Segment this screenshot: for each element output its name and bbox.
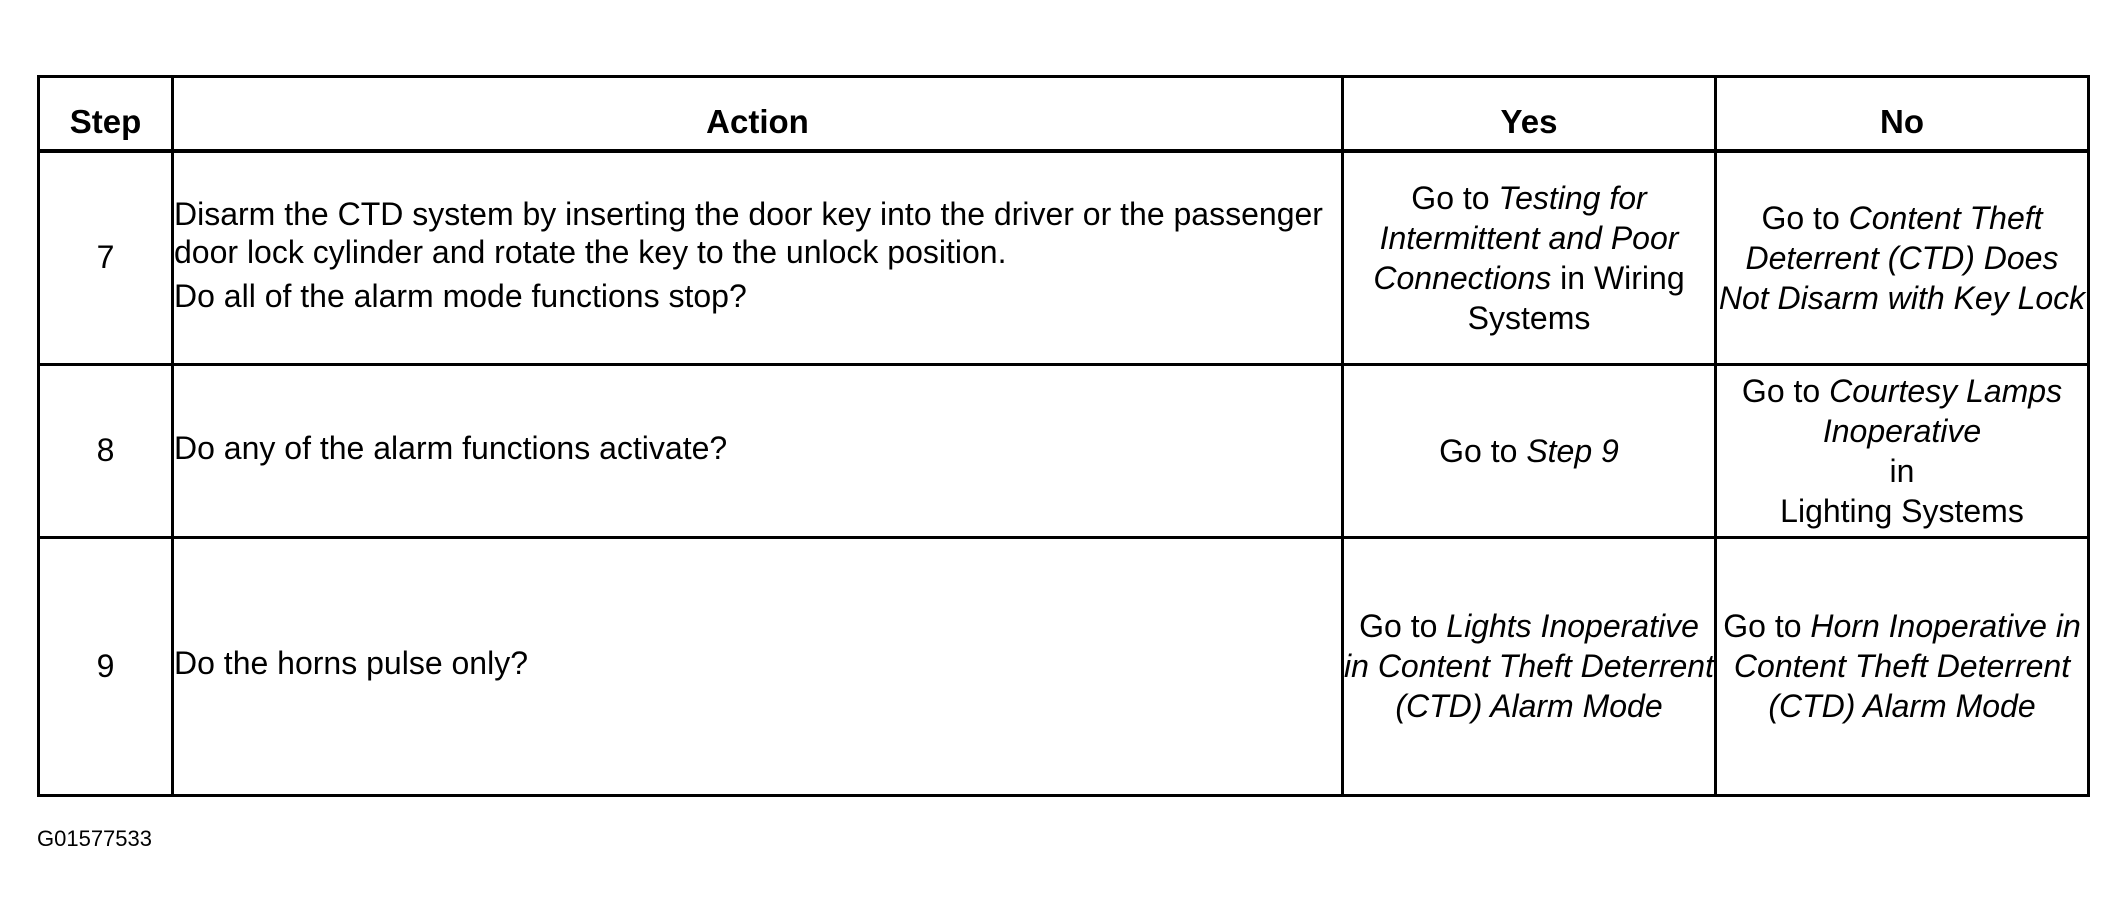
- yes-link[interactable]: Step 9: [1526, 432, 1619, 469]
- no-prefix: Go to: [1741, 372, 1830, 409]
- no-suffix: Lighting Systems: [1780, 492, 2024, 529]
- no-cell: Go to Courtesy Lamps Inoperative in Ligh…: [1714, 362, 2090, 539]
- no-prefix: Go to: [1761, 199, 1849, 236]
- figure-id: G01577533: [37, 826, 152, 851]
- no-cell: Go to Content Theft Deterrent (CTD) Does…: [1714, 149, 2090, 366]
- yes-link[interactable]: Testing for Intermittent and Poor Connec…: [1373, 179, 1679, 296]
- no-cell: Go to Horn Inoperative in Content Theft …: [1714, 535, 2090, 797]
- header-row: Step Action Yes No: [37, 75, 2090, 152]
- no-prefix: Go to: [1723, 608, 1811, 644]
- no-link[interactable]: Courtesy Lamps Inoperative: [1822, 372, 2063, 449]
- step-number: 9: [37, 535, 174, 797]
- diagnostic-table: Step Action Yes No 7 Disarm the CTD syst…: [37, 75, 2090, 797]
- yes-link[interactable]: Lights Inoperative in Content Theft Dete…: [1344, 608, 1714, 724]
- yes-cell: Go to Lights Inoperative in Content Thef…: [1341, 535, 1717, 797]
- header-yes: Yes: [1341, 75, 1717, 152]
- no-link[interactable]: Horn Inoperative in Content Theft Deterr…: [1733, 608, 2081, 724]
- yes-prefix: Go to: [1359, 608, 1447, 644]
- header-step: Step: [37, 75, 174, 152]
- yes-prefix: Go to: [1439, 432, 1527, 469]
- step-number: 8: [37, 362, 174, 539]
- table-row: 9 Do the horns pulse only? Go to Lights …: [37, 535, 2090, 797]
- action-question: Do any of the alarm functions activate?: [174, 429, 728, 466]
- action-question: Do all of the alarm mode functions stop?: [174, 277, 747, 314]
- no-middle: in: [1889, 452, 1915, 489]
- action-question: Do the horns pulse only?: [174, 645, 528, 681]
- yes-cell: Go to Testing for Intermittent and Poor …: [1341, 149, 1717, 366]
- no-link[interactable]: Content Theft Deterrent (CTD) Does Not D…: [1718, 199, 2086, 316]
- action-text: Disarm the CTD system by inserting the d…: [174, 195, 1323, 270]
- yes-cell: Go to Step 9: [1341, 362, 1717, 539]
- step-number: 7: [37, 149, 174, 366]
- table-row: 7 Disarm the CTD system by inserting the…: [37, 149, 2090, 366]
- yes-prefix: Go to: [1411, 179, 1499, 216]
- action-cell: Do any of the alarm functions activate?: [171, 362, 1344, 539]
- header-action: Action: [171, 75, 1344, 152]
- yes-suffix: in Wiring Systems: [1467, 259, 1685, 336]
- action-cell: Do the horns pulse only?: [171, 535, 1344, 797]
- action-cell: Disarm the CTD system by inserting the d…: [171, 149, 1344, 366]
- table-row: 8 Do any of the alarm functions activate…: [37, 362, 2090, 539]
- header-no: No: [1714, 75, 2090, 152]
